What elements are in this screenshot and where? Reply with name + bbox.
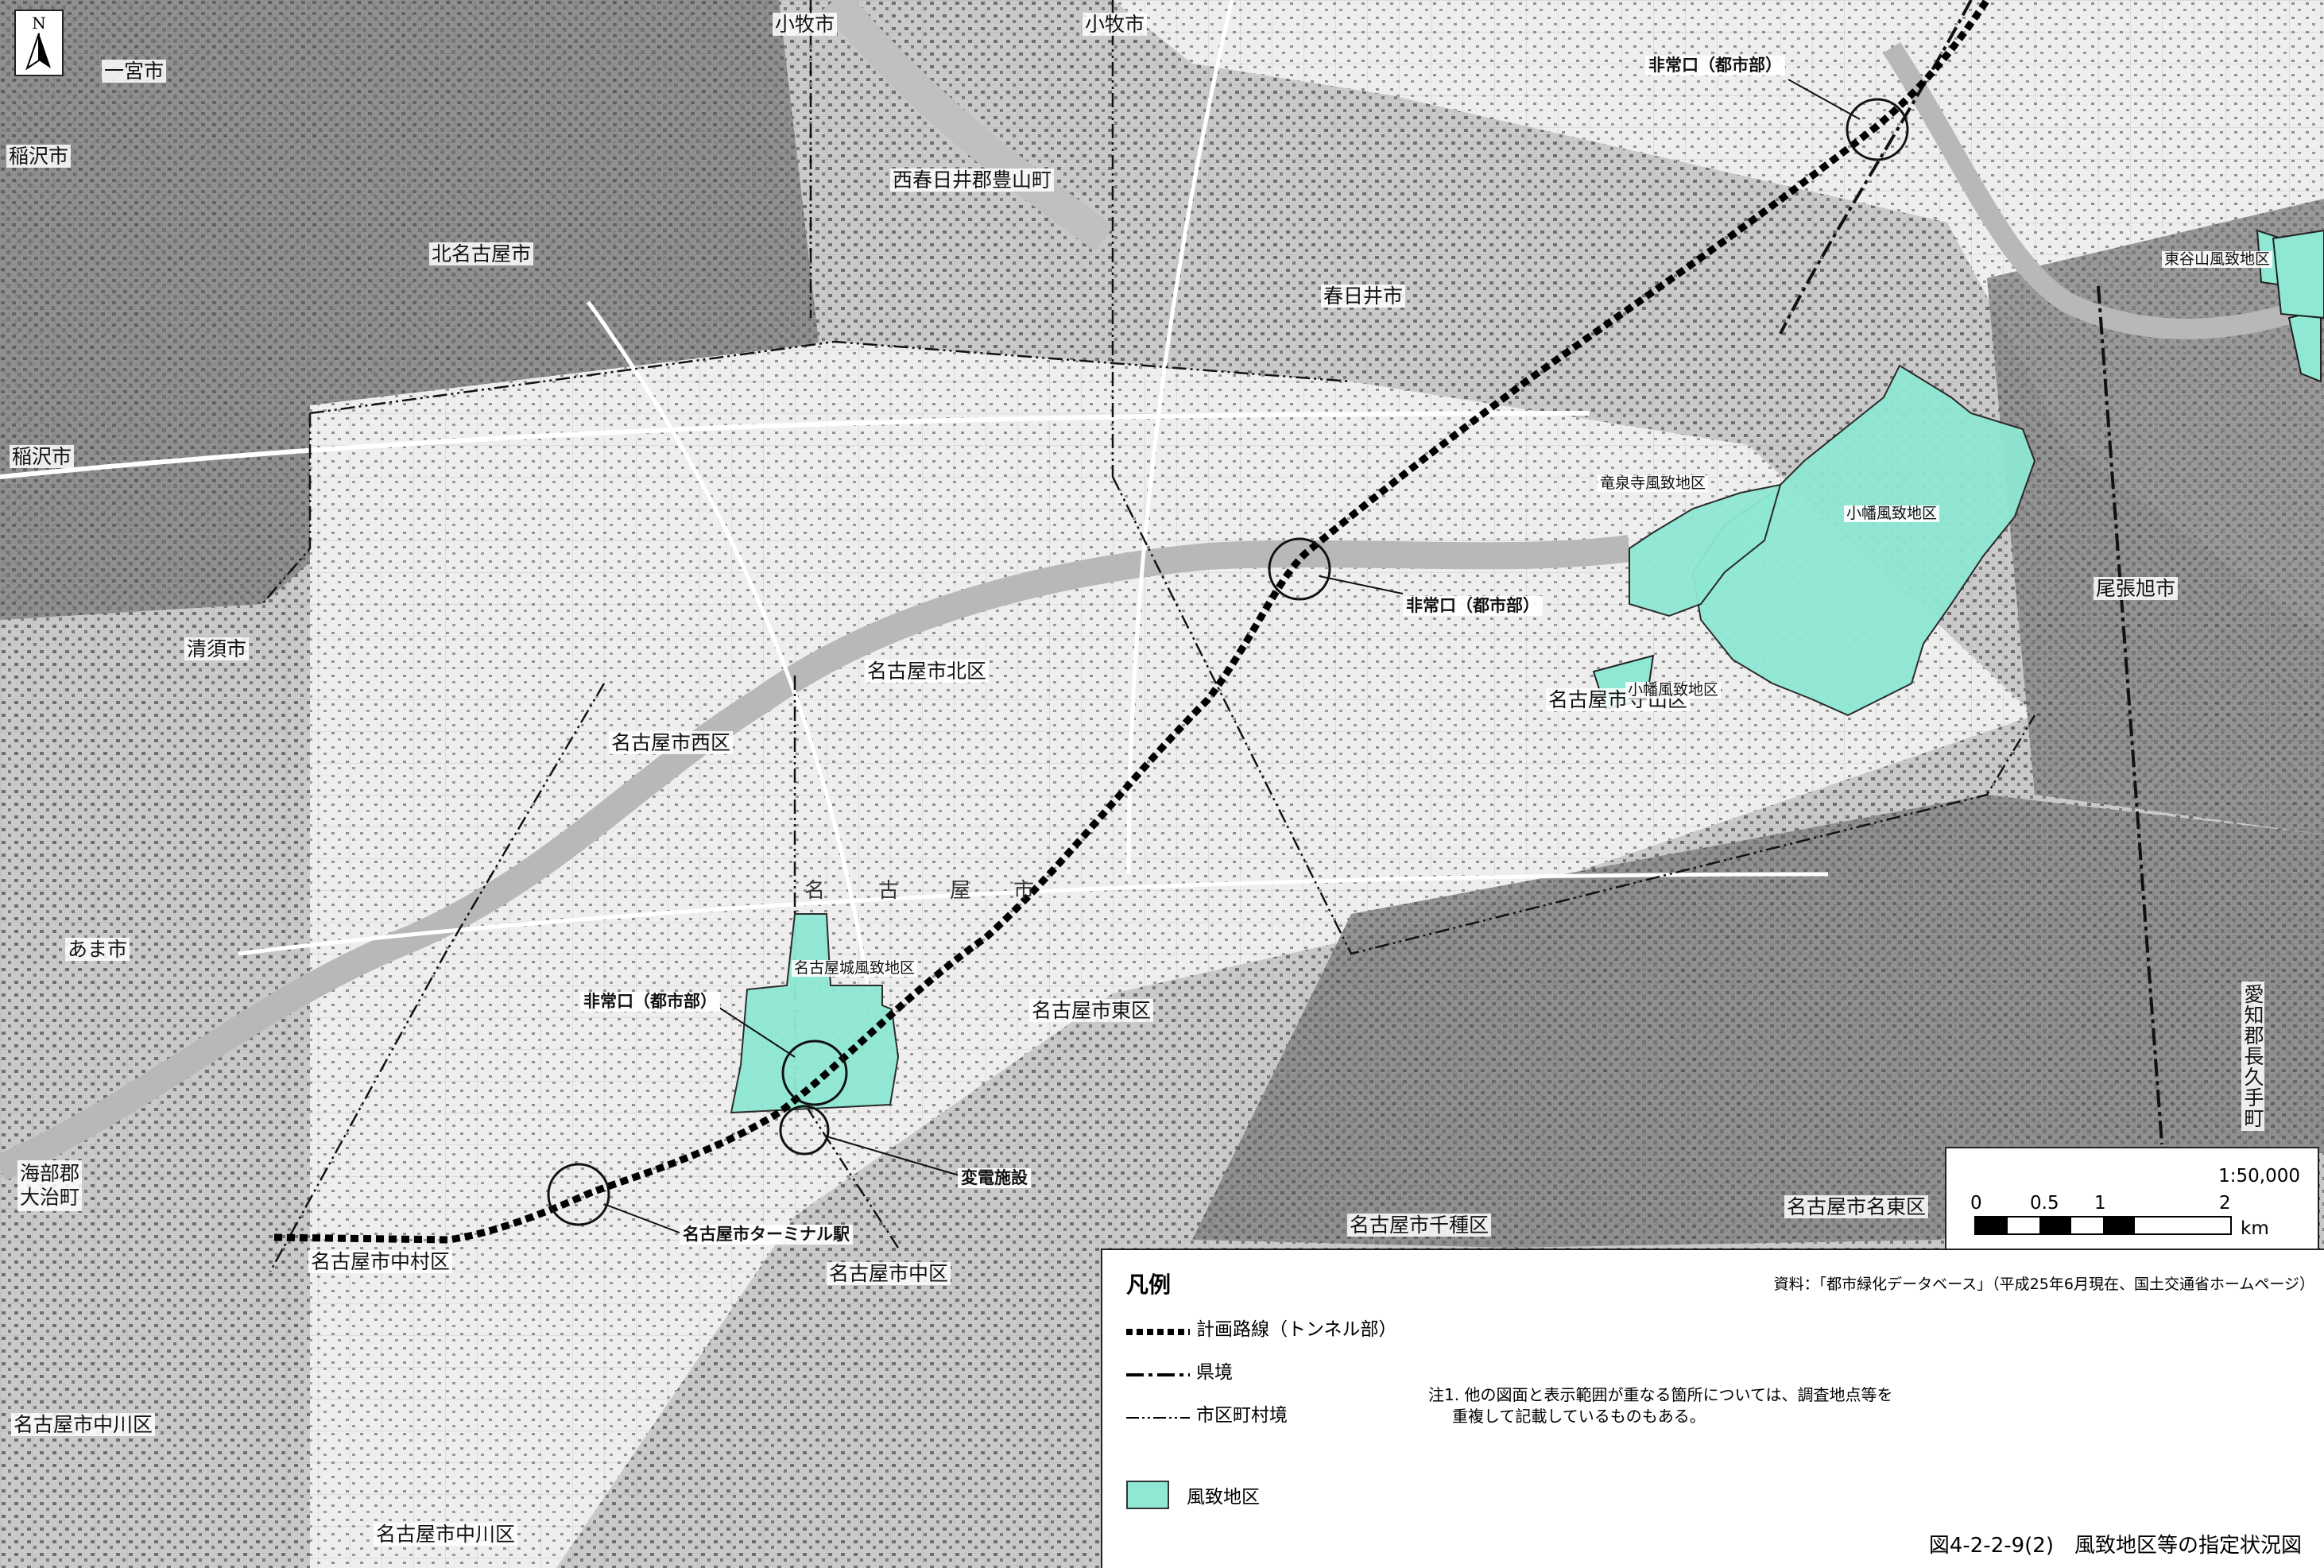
- scale-tick-0: 0: [1970, 1193, 1982, 1214]
- scale-tick-1: 1: [2094, 1193, 2106, 1214]
- north-arrow: N: [14, 10, 64, 76]
- legend-scenic-label: 風致地区: [1187, 1487, 1260, 1508]
- big-kanji-ko: 古: [878, 879, 900, 903]
- legend-note-line1: 注1. 他の図面と表示範囲が重なる箇所については、調査地点等を: [1428, 1385, 1893, 1404]
- city-label-kasugai: 春日井市: [1321, 285, 1406, 308]
- legend-item-municipal-border: 市区町村境: [1126, 1400, 1288, 1427]
- exit-circle-kasugai: [1846, 98, 1909, 161]
- big-kanji-shi: 市: [1013, 879, 1035, 903]
- north-label: N: [32, 14, 46, 33]
- figure-title: 図4-2-2-9(2) 風致地区等の指定状況図: [1928, 1534, 2302, 1558]
- exit-label-moriyama: 非常口（都市部）: [1403, 596, 1543, 616]
- legend-item-pref-border: 県境: [1126, 1357, 1233, 1384]
- legend-note-line2: 重複して記載しているものもある。: [1452, 1407, 1706, 1426]
- city-label-owariasahi: 尾張旭市: [2094, 577, 2179, 600]
- substation-label: 変電施設: [958, 1168, 1031, 1188]
- scenic-nagoyajo: [730, 913, 900, 1114]
- pref-border-symbol-icon: [1126, 1365, 1190, 1376]
- ward-label-nakagawa-1: 名古屋市中川区: [11, 1413, 156, 1436]
- legend-title: 凡例: [1126, 1272, 1172, 1298]
- exit-circle-nishi: [781, 1040, 848, 1106]
- city-label-oharu: 海部郡 大治町: [17, 1160, 83, 1211]
- city-label-ama: あま市: [65, 938, 130, 961]
- ward-label-higashi: 名古屋市東区: [1029, 999, 1154, 1022]
- big-kanji-ya: 屋: [950, 879, 971, 903]
- ward-label-naka: 名古屋市中区: [827, 1262, 951, 1285]
- ward-label-meito: 名古屋市名東区: [1784, 1195, 1929, 1218]
- legend: 凡例 資料：「都市緑化データベース」（平成25年6月現在、国土交通省ホームページ…: [1101, 1249, 2324, 1568]
- scenic-label-obata-1: 小幡風致地区: [1844, 505, 1940, 522]
- legend-pref-border-label: 県境: [1196, 1362, 1233, 1383]
- city-label-ichinomiya: 一宮市: [102, 60, 167, 83]
- ward-label-chikusa: 名古屋市千種区: [1347, 1214, 1492, 1237]
- town-label-nagakute: 愛知郡長久手町: [2241, 981, 2264, 1131]
- city-label-komaki-1: 小牧市: [773, 13, 838, 36]
- terminal-station-label: 名古屋市ターミナル駅: [680, 1225, 853, 1245]
- legend-item-route: 計画路線（トンネル部）: [1126, 1314, 1397, 1341]
- city-label-inazawa-1: 稲沢市: [6, 145, 72, 168]
- exit-label-kasugai: 非常口（都市部）: [1645, 56, 1785, 75]
- terminal-circle: [547, 1163, 610, 1226]
- legend-municipal-border-label: 市区町村境: [1196, 1405, 1288, 1426]
- planned-route-tunnel: [273, 0, 1990, 1244]
- ward-label-nishi: 名古屋市西区: [609, 731, 734, 754]
- scenic-ryusenji: [1629, 483, 1782, 618]
- city-label-kiyosu: 清須市: [184, 637, 250, 660]
- scale-box: 1:50,000 0 0.5 1 2 km: [1945, 1147, 2319, 1252]
- north-arrow-icon: [25, 33, 51, 71]
- scenic-swatch-icon: [1126, 1481, 1169, 1509]
- route-symbol-icon: [1126, 1322, 1190, 1335]
- scale-tick-0-5: 0.5: [2030, 1193, 2059, 1214]
- scenic-label-ryusenji: 竜泉寺風致地区: [1598, 475, 1709, 492]
- scenic-higashitaniyama-east: [2272, 229, 2324, 319]
- scenic-label-higashitaniyama: 東谷山風致地区: [2162, 251, 2273, 268]
- legend-source: 資料：「都市緑化データベース」（平成25年6月現在、国土交通省ホームページ）: [1773, 1276, 2314, 1293]
- city-label-inazawa-2: 稲沢市: [10, 445, 75, 468]
- scale-unit: km: [2241, 1218, 2269, 1239]
- scenic-obata: [1691, 364, 2036, 717]
- exit-label-nishi: 非常口（都市部）: [580, 992, 720, 1012]
- scenic-label-obata-2: 小幡風致地区: [1625, 682, 1722, 699]
- exit-circle-moriyama: [1268, 537, 1331, 601]
- city-label-komaki-2: 小牧市: [1083, 13, 1148, 36]
- legend-item-scenic: 風致地区: [1126, 1481, 1260, 1509]
- ward-label-kita: 名古屋市北区: [865, 660, 990, 683]
- legend-route-label: 計画路線（トンネル部）: [1196, 1319, 1397, 1340]
- scale-bar: [1974, 1216, 2232, 1235]
- city-label-toyoyama: 西春日井郡豊山町: [890, 168, 1055, 192]
- ward-label-nakagawa-2: 名古屋市中川区: [374, 1523, 518, 1546]
- ward-label-nakamura: 名古屋市中村区: [308, 1250, 453, 1273]
- city-label-kitanagoya: 北名古屋市: [429, 242, 534, 265]
- big-kanji-na: 名: [804, 879, 826, 903]
- scale-tick-2: 2: [2219, 1193, 2231, 1214]
- scale-ratio: 1:50,000: [2218, 1166, 2300, 1187]
- substation-circle: [779, 1105, 830, 1156]
- scenic-label-nagoyajo: 名古屋城風致地区: [792, 960, 918, 977]
- municipal-border-symbol-icon: [1126, 1407, 1190, 1419]
